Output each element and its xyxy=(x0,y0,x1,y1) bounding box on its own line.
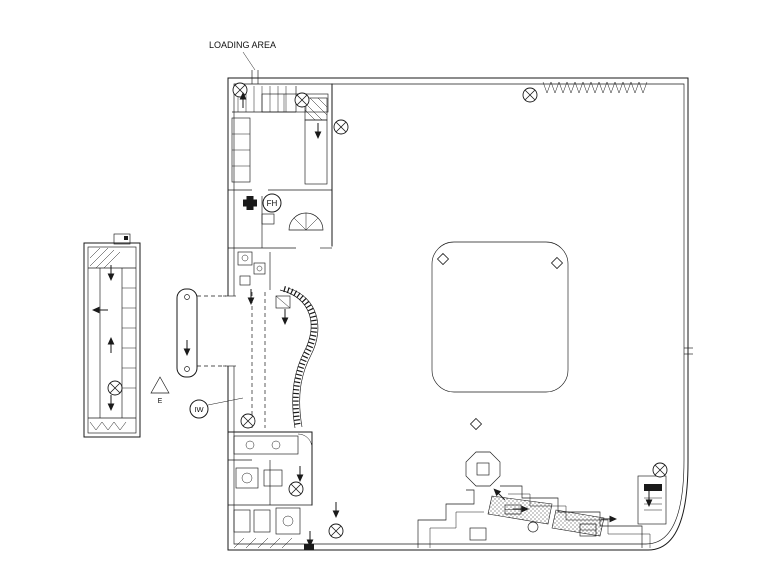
curved-wall-ramp xyxy=(279,286,319,429)
octagon-platform xyxy=(465,451,501,487)
elevator-shaft xyxy=(304,97,328,185)
exit-triangle-icon xyxy=(150,376,170,394)
dashed-room-boundary xyxy=(197,292,266,428)
equipment-bank xyxy=(231,117,251,183)
direction-arrow xyxy=(296,465,304,483)
loading-area-label-group: LOADING AREA xyxy=(209,40,276,71)
crossed-circle-symbol xyxy=(107,380,123,396)
iw-circle xyxy=(189,399,209,419)
crossed-circle-symbol xyxy=(328,523,344,539)
fh-circle xyxy=(262,193,282,213)
crossed-circle-symbols xyxy=(107,82,668,539)
loading-area-leader-line xyxy=(242,51,256,71)
iw-leader-line xyxy=(207,397,244,406)
main-building-outline xyxy=(223,70,693,551)
crossed-circle-symbol xyxy=(232,82,248,98)
direction-arrow xyxy=(281,308,289,326)
service-fixtures xyxy=(237,213,291,309)
crossed-circle-symbol xyxy=(288,481,304,497)
crossed-circle-symbol xyxy=(652,462,668,478)
direction-arrow xyxy=(645,490,653,508)
service-zone-top-left xyxy=(228,83,333,309)
diamond-marker xyxy=(437,253,449,265)
fh-label: FH xyxy=(267,199,278,208)
direction-arrow xyxy=(107,394,115,412)
annex-building xyxy=(83,233,141,438)
direction-arrow xyxy=(247,288,255,306)
crossed-circle-symbol xyxy=(522,87,538,103)
window-zigzag-strip xyxy=(542,81,648,94)
direction-arrow xyxy=(183,339,191,357)
diamond-marker xyxy=(470,418,482,430)
crossed-circle-symbol xyxy=(240,413,256,429)
central-skylight xyxy=(431,241,569,430)
crossed-circle-symbol xyxy=(294,92,310,108)
terrace-steps xyxy=(417,451,651,548)
restroom-cluster xyxy=(227,431,314,550)
counter-top xyxy=(261,93,329,113)
direction-arrow xyxy=(332,501,340,519)
direction-arrow xyxy=(314,122,322,140)
diamond-marker xyxy=(551,257,563,269)
curved-stair-fan xyxy=(288,212,324,231)
iw-symbol-group: IW xyxy=(189,397,244,419)
iw-label: IW xyxy=(194,405,204,414)
direction-arrow xyxy=(107,264,115,282)
right-vestibule xyxy=(637,475,667,525)
entry-bridge xyxy=(176,288,198,378)
e-label: E xyxy=(158,398,163,405)
loading-area-label: LOADING AREA xyxy=(209,40,276,50)
fire-hose-symbol-group: FH xyxy=(243,193,282,213)
first-aid-cross-icon xyxy=(246,196,254,210)
direction-arrow xyxy=(107,336,115,354)
exit-triangle-group: E xyxy=(150,376,170,405)
direction-arrows xyxy=(91,91,653,548)
crossed-circle-symbol xyxy=(333,119,349,135)
